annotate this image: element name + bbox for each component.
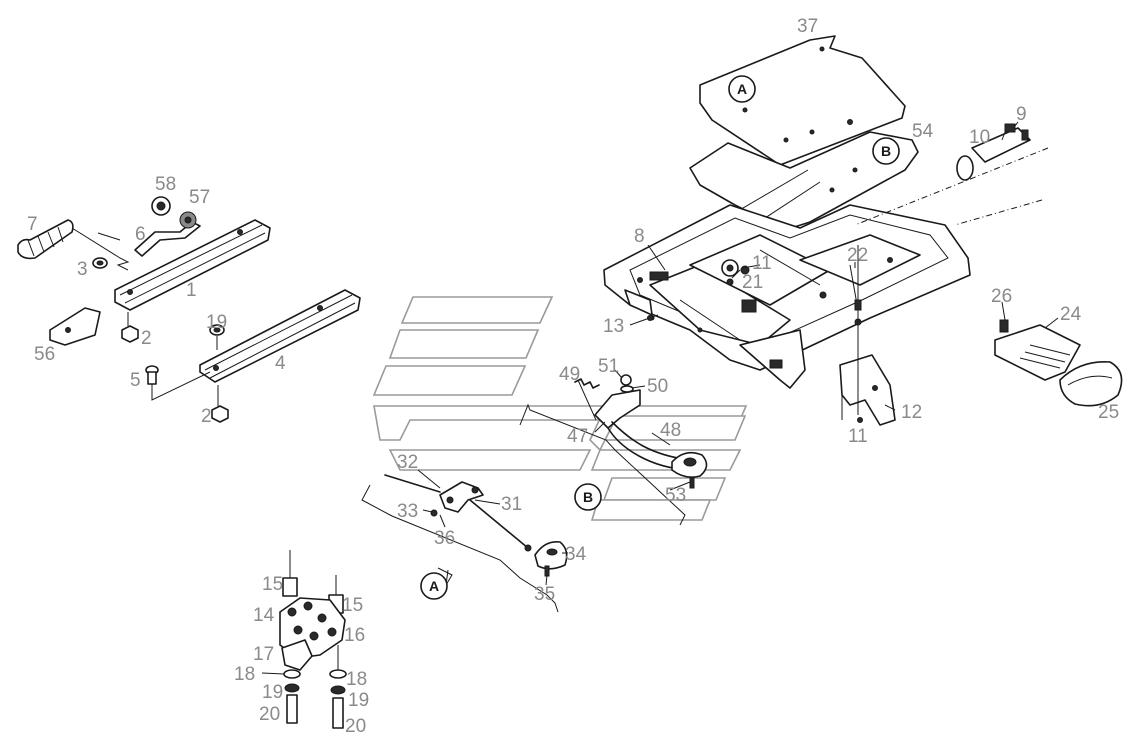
callout-19b: 19 — [348, 690, 369, 711]
reference-marker-a-bottom: A — [420, 572, 448, 600]
callout-11b: 11 — [848, 426, 868, 447]
svg-text:B: B — [583, 489, 593, 505]
watermark-logo — [372, 296, 748, 521]
callout-10: 10 — [969, 127, 990, 148]
callout-34: 34 — [565, 544, 587, 565]
callout-2b: 2 — [201, 406, 212, 427]
callout-47: 47 — [567, 426, 588, 447]
callout-19: 19 — [262, 682, 283, 703]
callout-11: 11 — [752, 253, 772, 274]
callout-50: 50 — [647, 376, 668, 397]
callout-14: 14 — [253, 605, 275, 626]
svg-text:B: B — [881, 143, 891, 159]
callout-4: 4 — [275, 353, 286, 374]
callout-15: 15 — [262, 574, 283, 595]
callout-3: 3 — [77, 259, 88, 280]
small-parts-21-22 — [721, 259, 862, 311]
seat-base-frame-8 — [603, 204, 971, 389]
nut-2-bottom — [211, 405, 229, 423]
bracket-56 — [49, 307, 101, 346]
callout-5: 5 — [130, 370, 141, 391]
seat-rail-1 — [114, 219, 271, 311]
callout-7: 7 — [27, 214, 38, 235]
cover-plate-37 — [699, 35, 906, 166]
callout-12: 12 — [901, 402, 922, 423]
callout-2: 2 — [141, 328, 152, 349]
reference-marker-a-top: A — [728, 75, 756, 103]
svg-text:A: A — [737, 81, 747, 97]
callout-22: 22 — [847, 245, 868, 266]
callout-labels: 1 2 2 3 4 5 6 7 8 9 10 11 11 12 13 14 15… — [27, 16, 1119, 737]
callout-26: 26 — [991, 286, 1012, 307]
callout-19-top: 19 — [206, 312, 227, 333]
leader-lines — [97, 121, 1059, 675]
callout-37: 37 — [797, 16, 818, 37]
callout-9: 9 — [1016, 104, 1027, 125]
callout-31: 31 — [501, 494, 522, 515]
reference-marker-b-top: B — [872, 137, 900, 165]
reference-marker-b-mid: B — [574, 483, 602, 511]
callout-21: 21 — [742, 272, 763, 293]
bracket-12 — [839, 354, 896, 426]
callout-18: 18 — [234, 664, 255, 685]
callout-35: 35 — [534, 584, 555, 605]
handle-assembly-9-10 — [956, 123, 1031, 181]
bolt-5 — [145, 365, 159, 385]
callout-54: 54 — [912, 121, 934, 142]
callout-56: 56 — [34, 344, 55, 365]
callout-8: 8 — [634, 226, 645, 247]
mechanism-assembly-14-20 — [279, 550, 347, 729]
callout-13: 13 — [603, 316, 624, 337]
linkage-a-assembly — [384, 474, 568, 577]
lever-assembly-24 — [994, 319, 1081, 381]
callout-24: 24 — [1060, 304, 1082, 325]
callout-36: 36 — [434, 528, 455, 549]
knob-25 — [1059, 361, 1123, 407]
callout-48: 48 — [660, 420, 681, 441]
callout-20: 20 — [259, 704, 280, 725]
callout-33: 33 — [397, 501, 418, 522]
callout-49: 49 — [559, 364, 580, 385]
callout-25: 25 — [1098, 402, 1119, 423]
washer-57-58 — [151, 196, 197, 229]
callout-58: 58 — [155, 174, 176, 195]
svg-text:A: A — [429, 578, 439, 594]
seat-rail-4 — [199, 289, 361, 383]
callout-20b: 20 — [345, 716, 366, 737]
callout-53: 53 — [665, 485, 686, 506]
lever-6 — [134, 221, 201, 257]
linkage-b-assembly — [574, 374, 708, 489]
callout-15b: 15 — [342, 595, 363, 616]
nut-2-top — [121, 325, 139, 343]
callout-32: 32 — [397, 452, 418, 473]
callout-57: 57 — [189, 187, 210, 208]
callout-6: 6 — [135, 224, 146, 245]
callout-51: 51 — [598, 356, 619, 377]
callout-18b: 18 — [346, 669, 367, 690]
callout-1: 1 — [186, 280, 197, 301]
bellows-7 — [17, 219, 74, 260]
callout-16: 16 — [344, 625, 365, 646]
callout-17: 17 — [253, 644, 274, 665]
